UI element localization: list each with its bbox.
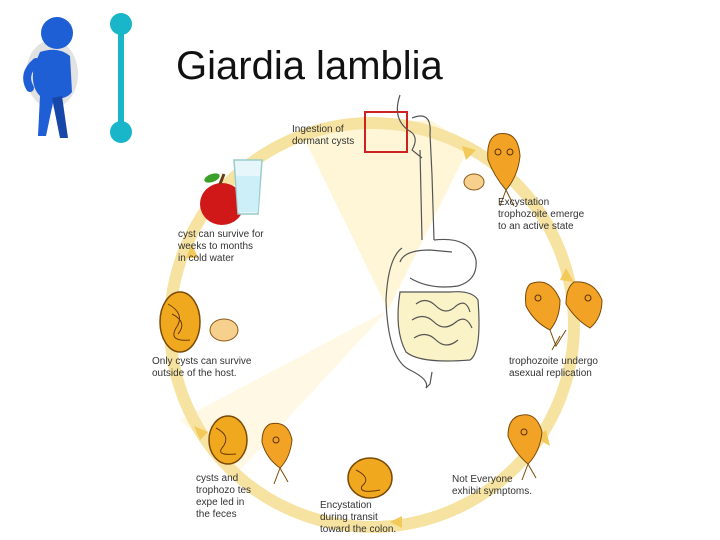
cyst-left-large [159,291,201,353]
label-line: trophozo tes [196,485,252,496]
label-line: to an active state [498,221,574,232]
trophozoite-right-dividing [525,281,603,351]
label-expelled: cysts and trophozo tes expe led in the f… [196,473,251,521]
label-outside-host: Only cysts can survive outside of the ho… [152,356,251,380]
label-line: cysts and [196,473,239,484]
cyst-bottom-left [208,415,248,465]
label-line: asexual replication [509,368,592,379]
label-line: Ingestion of [292,124,344,135]
digestive-system-illustration [385,94,480,389]
apple-icon [200,173,244,225]
cyst-bottom-center [347,457,393,499]
label-line: cyst can survive for [178,229,264,240]
cyst-top-right-small [463,173,485,191]
cyst-left-small [209,318,239,342]
label-line: trophozoite undergo [509,356,598,367]
ingestion-highlight-box [364,111,408,153]
trophozoite-top-right [487,132,521,207]
presenter-icon [23,17,78,138]
label-encystation: Encystation during transit toward the co… [320,500,396,536]
trophozoite-lower-right [507,414,543,481]
label-line: expe led in [196,497,245,508]
label-line: in cold water [178,253,235,264]
page-title: Giardia lamblia [176,44,443,88]
cycle-arrows [186,146,574,528]
label-line: the feces [196,509,237,520]
label-line: Only cysts can survive [152,356,252,367]
label-ingestion: Ingestion of dormant cysts [292,124,354,148]
label-line: outside of the host. [152,368,237,379]
trophozoite-bottom-left [261,422,293,485]
label-line: during transit [320,512,378,523]
accent-bar [110,13,132,143]
cycle-wedge [300,120,470,310]
label-symptoms: Not Everyone exhibit symptoms. [452,474,532,498]
label-line: exhibit symptoms. [452,486,533,497]
label-line: trophozoite emerge [498,209,585,220]
label-replication: trophozoite undergo asexual replication [509,356,598,380]
label-excystation: Excystation trophozoite emerge to an act… [498,197,584,233]
label-line: Excystation [498,197,550,208]
label-line: toward the colon. [320,524,397,535]
water-glass-icon [233,159,263,215]
label-cold-water: cyst can survive for weeks to months in … [178,229,264,265]
label-line: dormant cysts [292,136,355,147]
label-line: Encystation [320,500,372,511]
label-line: Not Everyone [452,474,513,485]
label-line: weeks to months [178,241,254,252]
